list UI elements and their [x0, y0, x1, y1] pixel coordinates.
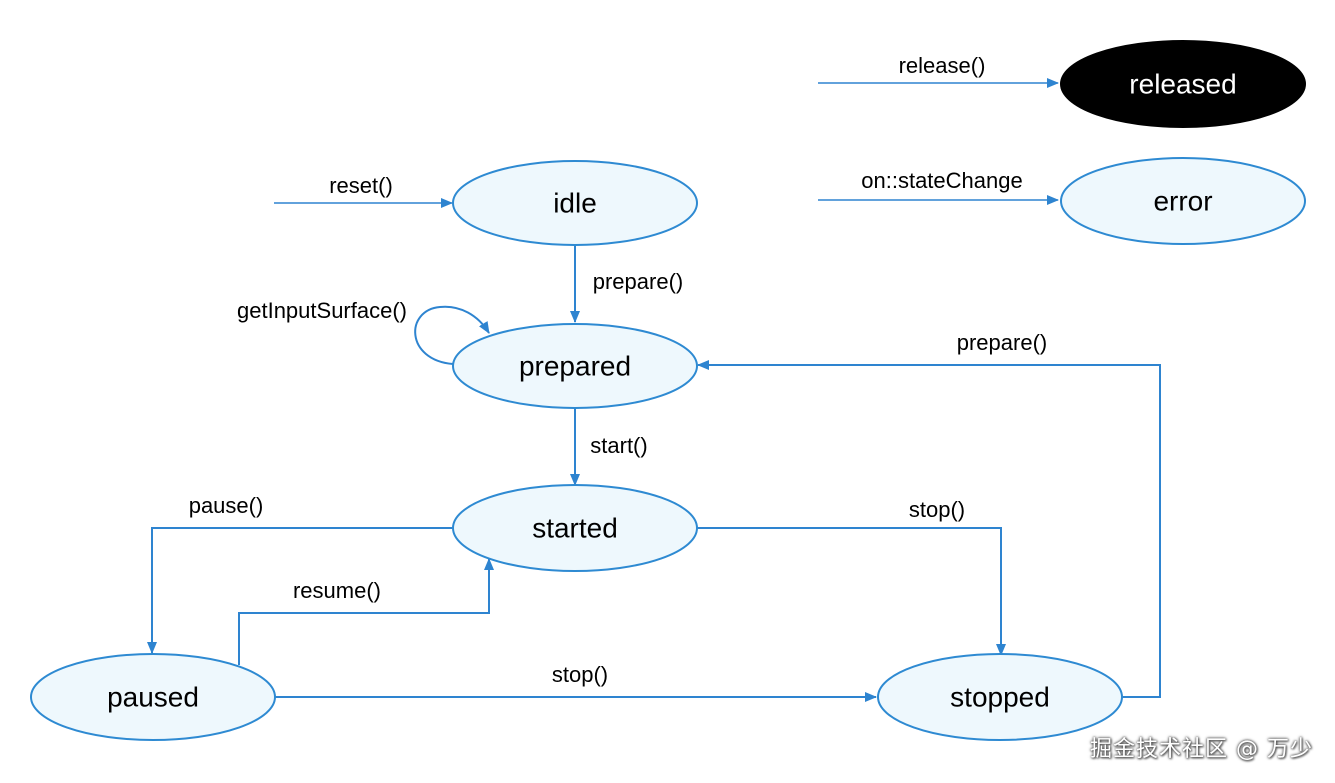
resume-label: resume() [293, 578, 381, 603]
state-prepared: prepared [452, 323, 698, 409]
stop-from-started-arrow [697, 527, 1006, 656]
prepare-label: prepare() [593, 269, 683, 294]
release-label: release() [899, 53, 986, 78]
state-change-label: on::stateChange [861, 168, 1022, 193]
state-started-label: started [532, 512, 618, 543]
reprepare-label: prepare() [957, 330, 1047, 355]
get-input-surface-loop [414, 305, 490, 365]
stop-from-started-label: stop() [909, 497, 965, 522]
state-prepared-label: prepared [519, 350, 631, 381]
state-paused-label: paused [107, 681, 199, 712]
state-paused: paused [30, 653, 276, 741]
reprepare-arrow [697, 360, 1161, 698]
state-stopped-label: stopped [950, 681, 1050, 712]
state-released: released [1060, 40, 1306, 128]
reset-label: reset() [329, 173, 393, 198]
watermark: 掘金技术社区 @ 万少 [1090, 737, 1313, 762]
state-stopped: stopped [877, 653, 1123, 741]
stop-from-paused-label: stop() [552, 662, 608, 687]
state-idle-label: idle [553, 187, 597, 218]
state-started: started [452, 484, 698, 572]
get-input-surface-label: getInputSurface() [237, 298, 407, 323]
start-label: start() [590, 433, 647, 458]
state-idle: idle [452, 160, 698, 246]
pause-arrow [147, 527, 453, 654]
pause-label: pause() [189, 493, 264, 518]
state-error: error [1060, 157, 1306, 245]
state-error-label: error [1153, 185, 1212, 216]
state-released-label: released [1129, 68, 1236, 99]
resume-arrow [238, 558, 494, 665]
